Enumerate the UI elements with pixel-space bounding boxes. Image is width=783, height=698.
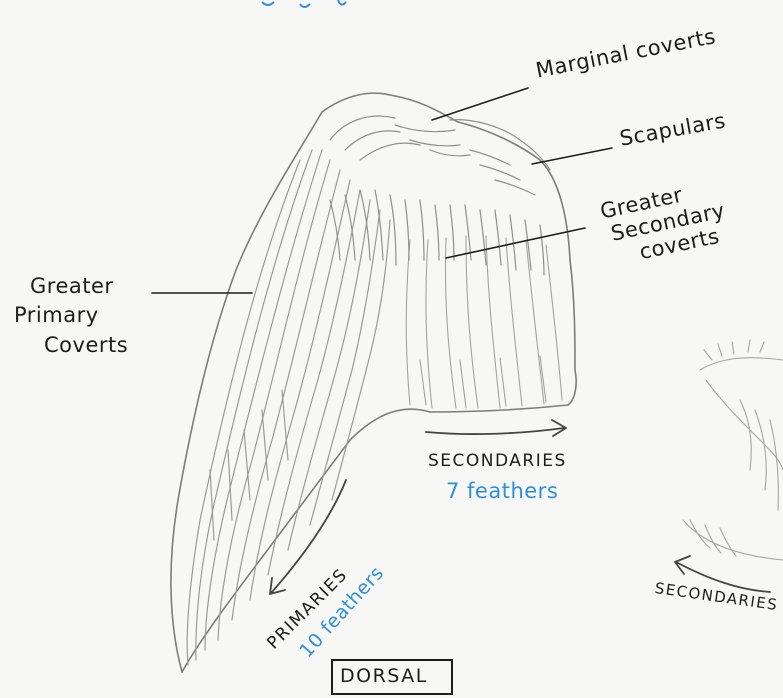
- partial-ventral-wing: [683, 340, 783, 560]
- secondaries-arrow: [426, 420, 566, 436]
- cropped-blue-text: [262, 0, 346, 7]
- marginal-coverts-leader: [432, 88, 528, 120]
- greater-primary-coverts-line-1: Greater: [14, 272, 128, 301]
- greater-secondary-coverts-leader: [446, 228, 585, 258]
- greater-primary-coverts-label: Greater Primary Coverts: [14, 272, 128, 360]
- greater-primary-coverts-line-2: Primary: [14, 301, 128, 330]
- greater-primary-coverts-line-3: Coverts: [14, 331, 128, 360]
- secondaries-count-label: 7 feathers: [446, 480, 558, 504]
- dorsal-label: DORSAL: [340, 666, 428, 687]
- secondaries-label: SECONDARIES: [428, 452, 567, 471]
- scapulars-leader: [532, 148, 612, 164]
- covert-feathers: [330, 116, 550, 275]
- secondary-feathers: [406, 236, 562, 408]
- leader-lines: [152, 88, 612, 293]
